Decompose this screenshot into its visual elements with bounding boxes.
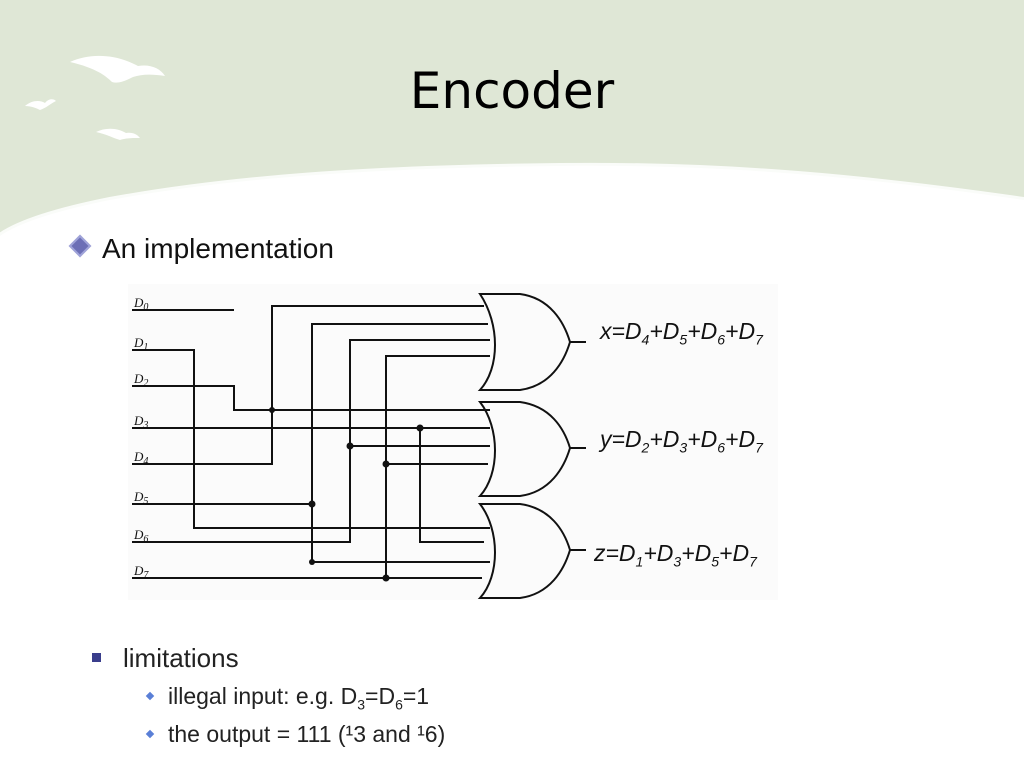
bird-icon [25, 99, 56, 110]
junction-dot [346, 442, 354, 450]
bullet-text: An implementation [102, 233, 334, 264]
wire-d4 [132, 305, 484, 465]
small-diamond-bullet-icon [145, 691, 155, 701]
limitations-heading: limitations [123, 643, 239, 673]
diamond-bullet-icon [68, 234, 92, 258]
output-text: the output = 111 (¹3 and ¹6) [168, 721, 446, 747]
small-diamond-bullet-icon [145, 729, 155, 739]
wire-d5 [132, 323, 488, 505]
equation-y: y=D2+D3+D6+D7 [600, 426, 763, 456]
or-gate-z [477, 503, 572, 599]
junction-dot [382, 574, 390, 582]
bullet-implementation: An implementation [68, 233, 334, 265]
junction-dot [308, 500, 316, 508]
slide-title: Encoder [409, 62, 615, 120]
equation-x: x=D4+D5+D6+D7 [600, 318, 763, 348]
junction-dot [309, 559, 315, 565]
bird-icon [70, 55, 165, 83]
bird-icon [96, 128, 140, 140]
bullet-limitations: limitations [92, 643, 239, 674]
equation-z: z=D1+D3+D5+D7 [594, 540, 757, 570]
wire-d2 [132, 385, 490, 411]
square-bullet-icon [92, 653, 101, 662]
sub-bullet-illegal-input: illegal input: e.g. D3=D6=1 [145, 683, 429, 713]
junction-dot [382, 460, 390, 468]
header-background [0, 0, 1024, 239]
junction-dot [269, 407, 275, 413]
wire-d1 [132, 349, 490, 529]
sub-bullet-output: the output = 111 (¹3 and ¹6) [145, 721, 446, 748]
or-gate-x [477, 293, 572, 391]
wire-d6 [132, 339, 490, 543]
wire-z-d3 [419, 428, 484, 543]
junction-dot [416, 424, 424, 432]
or-gate-y [477, 401, 572, 497]
